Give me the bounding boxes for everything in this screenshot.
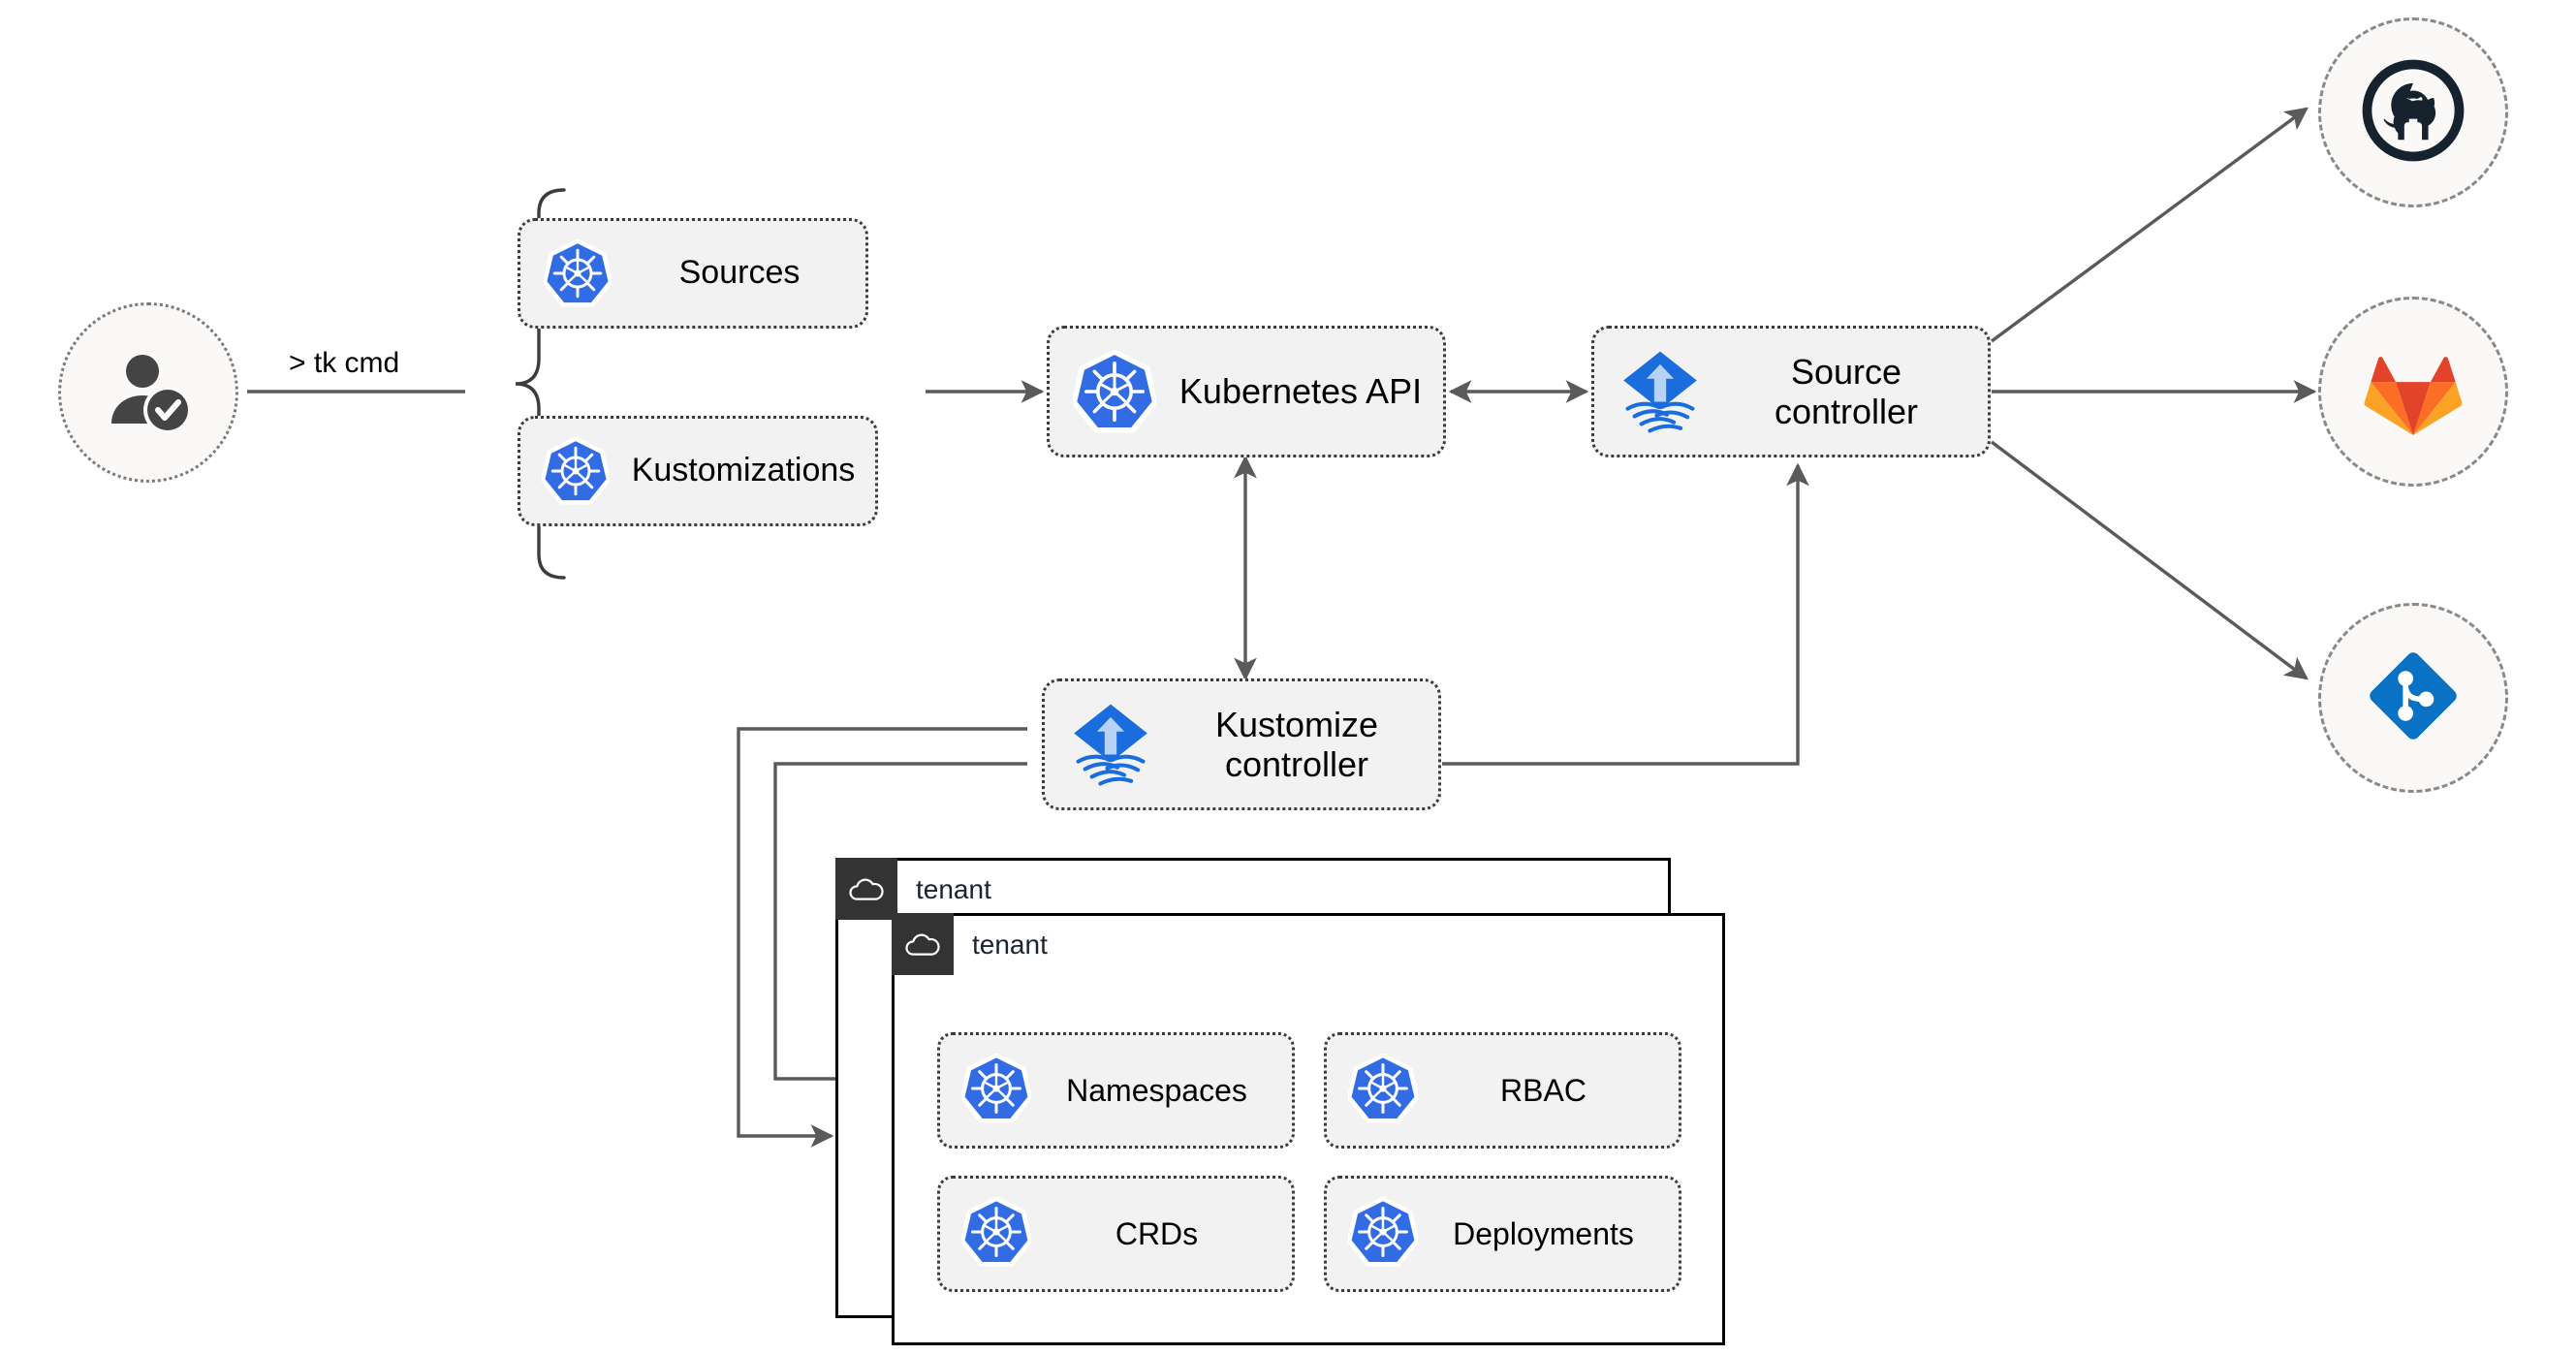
user-verified-icon	[100, 342, 197, 444]
resource-node-label: Sources	[678, 254, 801, 292]
command-label: > tk cmd	[289, 347, 400, 379]
tenant-resource-label: Namespaces	[1066, 1072, 1247, 1108]
source-controller-label: Source controller	[1774, 351, 1919, 431]
kubernetes-icon	[540, 435, 612, 507]
user-actor[interactable]	[58, 302, 238, 483]
provider-azure-repos[interactable]	[2318, 603, 2508, 793]
tenant-cluster-label: tenant	[916, 874, 991, 904]
provider-github[interactable]	[2318, 17, 2508, 207]
resources-brace	[515, 188, 566, 580]
azure-repos-git-icon	[2359, 642, 2467, 755]
flux-icon	[1066, 700, 1155, 789]
kubernetes-icon	[1348, 1197, 1418, 1272]
kubernetes-icon	[1348, 1054, 1418, 1128]
github-icon	[2361, 58, 2466, 168]
tenant-resource-namespaces[interactable]: Namespaces	[937, 1032, 1295, 1149]
tenant-resource-crds[interactable]: CRDs	[937, 1176, 1295, 1292]
cloud-icon	[892, 913, 954, 975]
gitlab-icon	[2359, 335, 2467, 449]
cloud-icon	[835, 858, 897, 920]
tenant-resource-label: Deployments	[1453, 1215, 1634, 1251]
provider-gitlab[interactable]	[2318, 297, 2508, 487]
kubernetes-icon	[961, 1197, 1031, 1272]
resource-node-sources[interactable]: Sources	[518, 218, 868, 329]
tenant-cluster-label: tenant	[972, 930, 1048, 960]
tenant-resource-label: RBAC	[1500, 1072, 1586, 1108]
tenant-resource-label: CRDs	[1115, 1215, 1199, 1251]
tenant-cluster-2[interactable]: tenant Namespaces RBAC CRDs	[892, 913, 1725, 1345]
source-controller-node[interactable]: Source controller	[1591, 326, 1991, 457]
resource-node-label: Kustomizations	[631, 452, 856, 489]
resource-node-kustomizations[interactable]: Kustomizations	[518, 416, 878, 526]
tenant-resource-rbac[interactable]: RBAC	[1324, 1032, 1681, 1149]
tenant-resource-grid: Namespaces RBAC CRDs Deployments	[937, 1032, 1681, 1292]
kustomize-controller-node[interactable]: Kustomize controller	[1042, 678, 1441, 810]
kubernetes-icon	[542, 237, 613, 309]
kubernetes-icon	[1071, 348, 1158, 435]
tenant-resource-deployments[interactable]: Deployments	[1324, 1176, 1681, 1292]
kubernetes-api-label: Kubernetes API	[1178, 371, 1423, 412]
flux-icon	[1616, 347, 1705, 436]
kubernetes-icon	[961, 1054, 1031, 1128]
kubernetes-api-node[interactable]: Kubernetes API	[1047, 326, 1446, 457]
kustomize-controller-label: Kustomize controller	[1214, 704, 1379, 784]
